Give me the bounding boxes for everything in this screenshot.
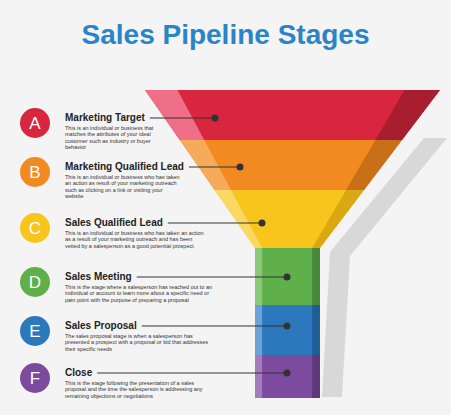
stage-circle: B [20,157,50,187]
stage-description: This is an individual or business that m… [65,125,160,150]
band-shade [312,355,320,398]
band-shade [312,305,320,355]
leader-dot [212,115,219,122]
band-highlight [145,90,204,140]
stage-heading: Marketing Qualified Lead [65,161,184,173]
stage-letter: C [29,220,41,237]
stage-heading: Sales Qualified Lead [65,217,163,229]
stage-item: E Sales ProposalThe sales proposal stage … [20,315,215,354]
title: Sales Pipeline Stages [0,18,451,52]
stage-circle: A [20,108,50,138]
stage-circle: C [20,213,50,243]
stage-letter: D [29,274,41,291]
stage-description: The sales proposal stage is when a sales… [65,333,215,352]
stage-text: Sales Qualified LeadThis is an individua… [65,212,205,249]
stage-item: D Sales MeetingThis is the stage where a … [20,266,215,305]
stage-description: This is the stage following the presenta… [65,380,215,399]
leader-line [142,326,287,327]
stage-heading: Sales Proposal [65,320,137,332]
stage-circle: F [20,363,50,393]
stage-letter: F [30,370,40,387]
stage-circle: D [20,267,50,297]
stage-item: B Marketing Qualified LeadThis is an indi… [20,156,180,201]
stage-heading: Sales Meeting [65,271,132,283]
leader-line [150,118,215,119]
stage-letter: A [29,115,40,132]
stage-text: Sales MeetingThis is the stage where a s… [65,266,215,303]
stage-heading: Close [65,367,92,379]
leader-line [168,223,262,224]
band-shade [312,248,320,305]
leader-dot [237,164,244,171]
leader-dot [284,323,291,330]
stage-letter: B [29,164,40,181]
stage-description: This is the stage where a salesperson ha… [65,284,215,303]
leader-line [97,373,287,374]
funnel-band [145,90,440,140]
stage-item: F CloseThis is the stage following the pr… [20,362,215,401]
stage-item: C Sales Qualified LeadThis is an individu… [20,212,205,251]
band-shade [375,90,440,140]
stage-heading: Marketing Target [65,112,145,124]
stage-letter: E [29,323,40,340]
funnel-band [180,140,402,190]
band-shade [312,190,364,248]
leader-dot [284,274,291,281]
leader-dot [284,370,291,377]
leader-dot [259,220,266,227]
funnel-band [255,305,320,355]
stage-item: A Marketing TargetThis is an individual o… [20,107,160,152]
stage-text: Marketing Qualified LeadThis is an indiv… [65,156,180,199]
band-highlight [255,355,262,398]
funnel-band [215,190,364,248]
band-highlight [255,305,262,355]
stage-description: This is an individual or business who ha… [65,230,205,249]
stage-description: This is an individual or business who ha… [65,174,180,199]
funnel-band [255,355,320,398]
stage-circle: E [20,316,50,346]
stage-text: Sales ProposalThe sales proposal stage i… [65,315,215,352]
leader-line [137,277,287,278]
stage-text: CloseThis is the stage following the pre… [65,362,215,399]
band-shade [346,140,402,190]
leader-line [189,167,240,168]
stage-text: Marketing TargetThis is an individual or… [65,107,160,150]
band-highlight [180,140,231,190]
band-highlight [215,190,263,248]
